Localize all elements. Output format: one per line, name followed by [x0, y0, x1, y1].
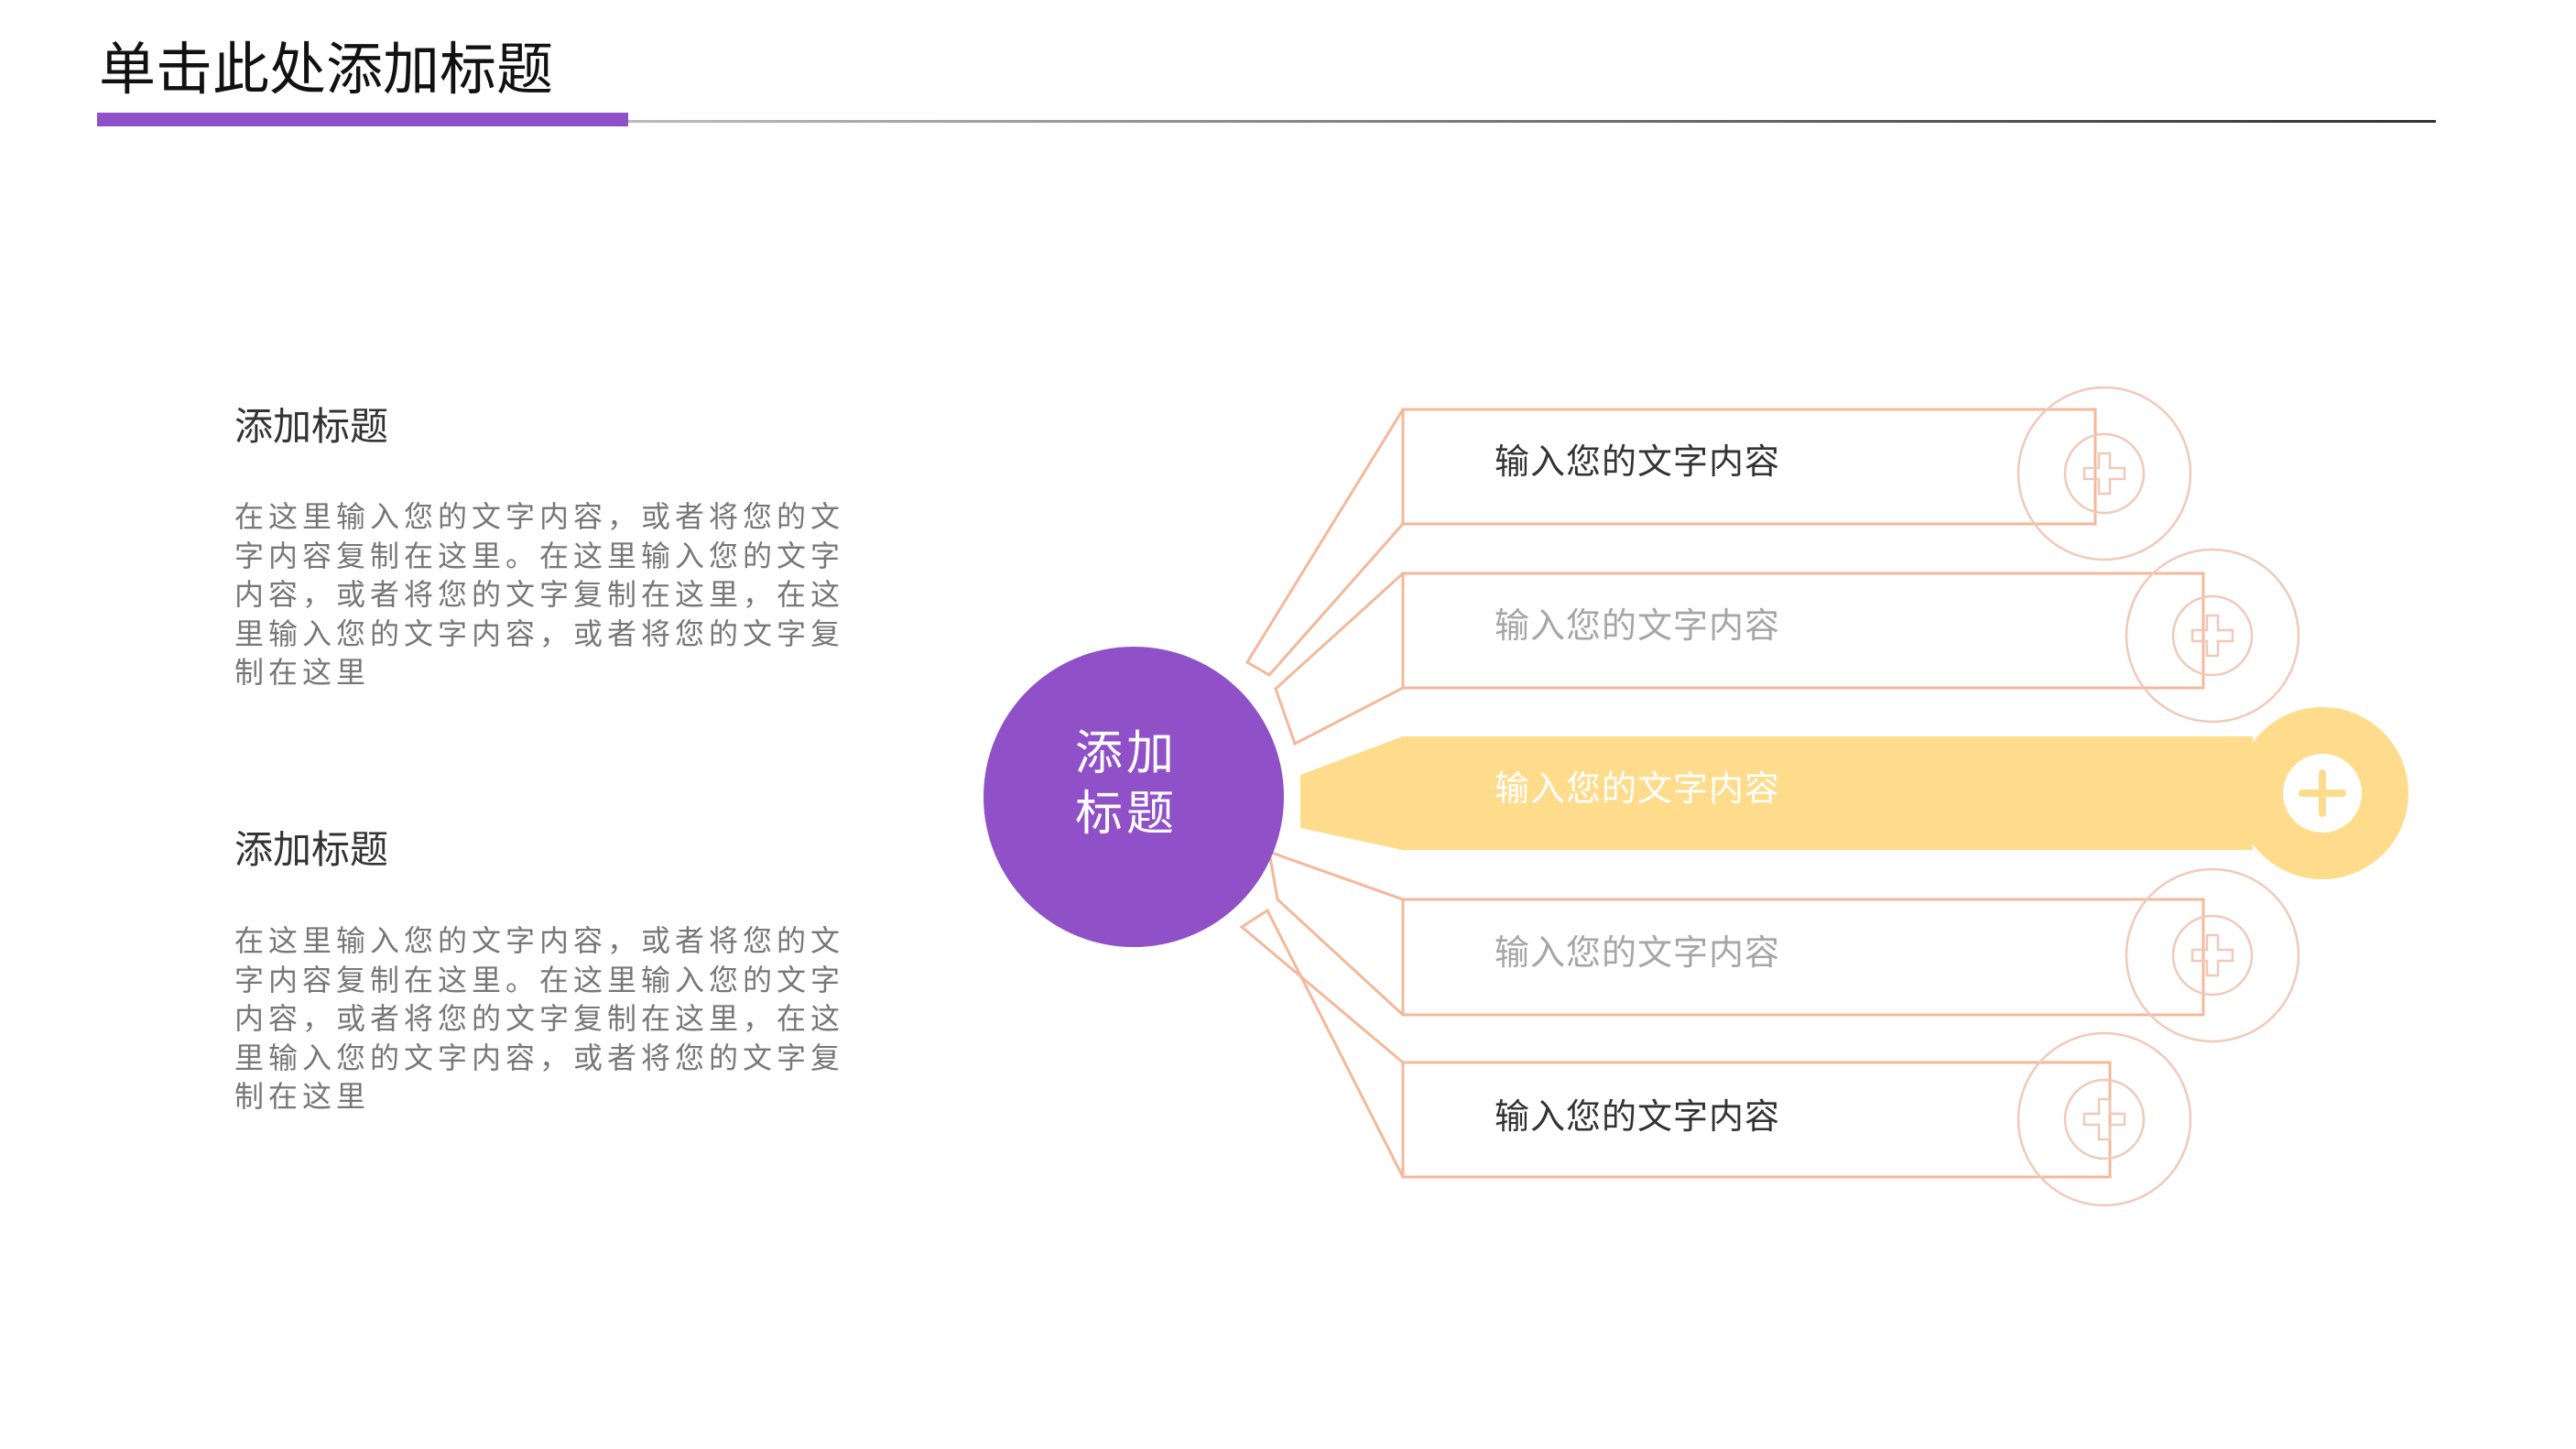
branch-1	[1245, 386, 2192, 677]
plus-icon	[2299, 769, 2346, 817]
plus-button-circle	[2171, 594, 2254, 677]
hub-label: 添加 标题	[1026, 724, 1227, 844]
plus-icon	[2190, 614, 2234, 658]
branch-label-2: 输入您的文字内容	[1495, 605, 1781, 646]
branch-connector	[1267, 849, 1405, 1017]
plus-icon	[2190, 933, 2234, 977]
branch-label-1: 输入您的文字内容	[1495, 441, 1781, 482]
branch-label-5: 输入您的文字内容	[1495, 1096, 1781, 1137]
text-block-body: 在这里输入您的文字内容，或者将您的文字内容复制在这里。在这里输入您的文字内容，或…	[234, 923, 845, 1114]
hub-label-line-2: 标题	[1074, 787, 1178, 842]
text-block-body: 在这里输入您的文字内容，或者将您的文字内容复制在这里。在这里输入您的文字内容，或…	[234, 499, 845, 690]
branch-label-4: 输入您的文字内容	[1495, 932, 1781, 973]
hub-label-line-1: 添加	[1074, 726, 1178, 781]
title-accent-bar	[97, 113, 628, 126]
plus-button-circle	[2063, 432, 2146, 515]
text-block-heading: 添加标题	[234, 827, 389, 872]
branch-outline-box	[1401, 408, 2097, 526]
slide-title: 单击此处添加标题	[99, 36, 554, 103]
plus-button-circle	[2063, 1078, 2146, 1160]
branch-4	[1267, 849, 2300, 1043]
plus-icon	[2082, 452, 2126, 496]
branch-connector	[1245, 409, 1405, 677]
hub-circle	[984, 647, 1284, 947]
branch-outline-box	[1401, 898, 2205, 1017]
branch-outer-circle	[2125, 867, 2300, 1043]
branch-2	[1274, 548, 2300, 746]
branch-outer-circle	[2016, 386, 2192, 561]
branch-outer-circle	[2016, 1031, 2192, 1207]
branch-outline-box	[1401, 1061, 2112, 1179]
title-divider-line	[628, 120, 2436, 123]
text-block-heading: 添加标题	[234, 404, 389, 449]
branch-outer-circle	[2125, 548, 2300, 724]
branch-connector	[1274, 572, 1405, 746]
branch-highlight-band	[1300, 736, 2253, 850]
branch-5	[1239, 908, 2192, 1207]
branch-label-3: 输入您的文字内容	[1495, 768, 1781, 809]
plus-icon	[2082, 1097, 2126, 1141]
branch-3	[1300, 707, 2408, 879]
branch-connector	[1239, 908, 1405, 1178]
plus-button-circle	[2171, 914, 2254, 997]
